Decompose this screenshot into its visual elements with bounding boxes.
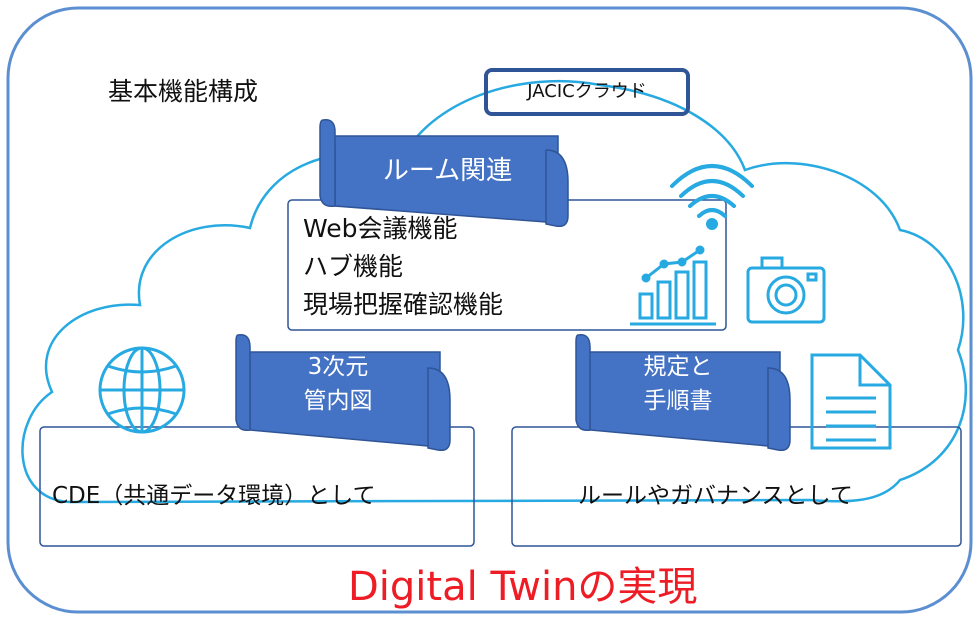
camera-icon [746, 256, 826, 324]
function-site-check: 現場把握確認機能 [303, 290, 504, 319]
cde-label: CDE（共通データ環境）として [52, 483, 376, 509]
digital-twin-footer: Digital Twinの実現 [348, 564, 698, 610]
3d-banner-line-2: 管内図 [303, 388, 373, 414]
jacic-cloud-label: JACICクラウド [527, 81, 647, 102]
3d-banner-line-1: 3次元 [307, 354, 369, 380]
room-function-list: Web会議機能 ハブ機能 現場把握確認機能 [303, 210, 503, 324]
room-banner-label: ルーム関連 [382, 156, 513, 186]
function-web-meeting: Web会議機能 [303, 214, 458, 243]
document-icon [810, 353, 892, 450]
cloud-outline [21, 79, 967, 504]
3d-banner-shape [235, 334, 451, 452]
globe-icon [98, 346, 186, 434]
wifi-icon [670, 164, 754, 230]
rules-governance-label: ルールやガバナンスとして [578, 483, 853, 509]
rules-banner-line-1: 規定と [643, 354, 713, 380]
function-hub: ハブ機能 [303, 252, 404, 281]
rules-banner-label: 規定と 手順書 [578, 350, 778, 418]
room-banner-shape [319, 119, 569, 228]
diagram-title: 基本機能構成 [108, 77, 259, 106]
jacic-box [484, 68, 690, 116]
3d-map-banner-label: 3次元 管内図 [238, 350, 438, 418]
bar-chart-icon [630, 245, 716, 326]
rules-banner-shape [575, 334, 791, 452]
outer-frame [6, 6, 973, 614]
rules-banner-line-2: 手順書 [643, 388, 713, 414]
